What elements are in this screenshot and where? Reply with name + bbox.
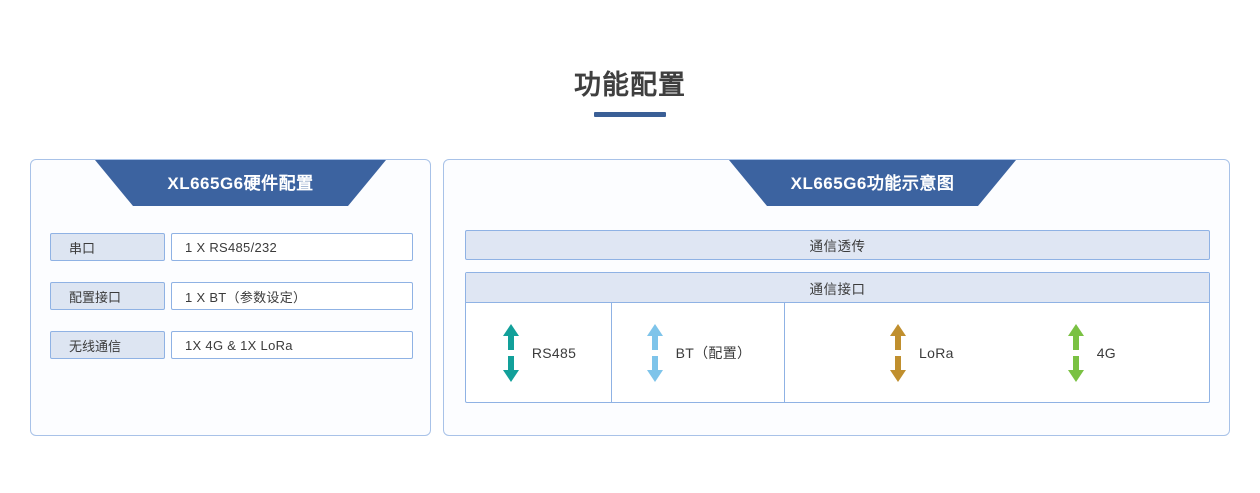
hardware-spec-list: 串口 1 X RS485/232 配置接口 1 X BT（参数设定） 无线通信 … [50,233,413,359]
spec-value-serial: 1 X RS485/232 [171,233,413,261]
page-header: 功能配置 [0,68,1260,117]
double-arrow-icon [645,323,665,382]
hardware-config-banner: XL665G6硬件配置 [95,160,386,206]
interface-cell-rs485: RS485 [466,303,612,402]
interface-cells: RS485 BT（配置） [466,303,1209,402]
port-lora: LoRa [888,323,954,382]
port-bt: BT（配置） [645,323,752,382]
port-label-rs485: RS485 [531,344,577,361]
double-arrow-icon [1066,323,1086,382]
port-label-bt: BT（配置） [675,344,752,361]
band-spacer [465,260,1210,272]
interface-cell-bt: BT（配置） [612,303,785,402]
function-diagram-banner: XL665G6功能示意图 [729,160,1016,206]
spec-key-config-port: 配置接口 [50,282,165,310]
page-title: 功能配置 [574,70,686,100]
spec-row: 无线通信 1X 4G & 1X LoRa [50,331,413,359]
port-rs485: RS485 [501,323,577,382]
double-arrow-icon [888,323,908,382]
spec-value-wireless: 1X 4G & 1X LoRa [171,331,413,359]
hardware-config-panel: XL665G6硬件配置 串口 1 X RS485/232 配置接口 1 X BT… [30,159,431,436]
communication-interface-box: 通信接口 RS485 [465,272,1210,403]
spec-key-serial: 串口 [50,233,165,261]
port-4g: 4G [1066,323,1116,382]
transparent-transmission-band: 通信透传 [465,230,1210,260]
port-label-4g: 4G [1096,344,1116,361]
communication-interface-title: 通信接口 [466,273,1209,303]
function-diagram: 通信透传 通信接口 RS485 [465,230,1210,403]
spec-row: 串口 1 X RS485/232 [50,233,413,261]
spec-row: 配置接口 1 X BT（参数设定） [50,282,413,310]
interface-cell-wireless: LoRa 4G [785,303,1209,402]
spec-key-wireless: 无线通信 [50,331,165,359]
spec-value-config-port: 1 X BT（参数设定） [171,282,413,310]
port-label-lora: LoRa [919,344,954,361]
function-diagram-panel: XL665G6功能示意图 通信透传 通信接口 RS485 [443,159,1230,436]
double-arrow-icon [501,323,521,382]
title-underline [594,112,666,117]
